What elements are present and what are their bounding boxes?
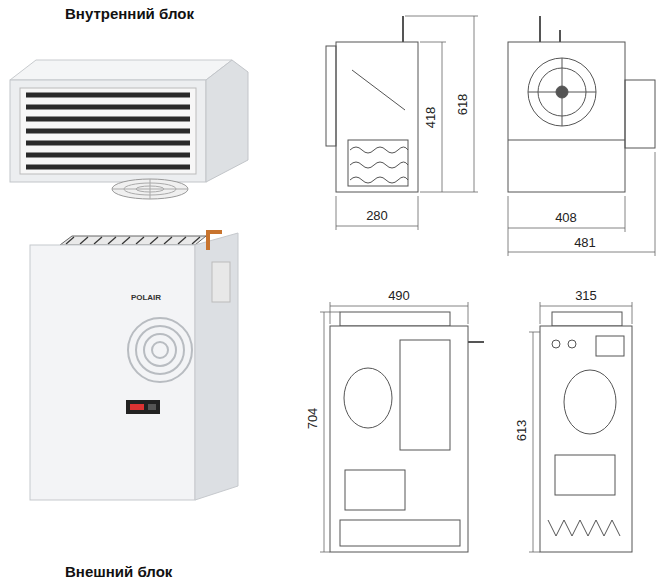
dimension-label: 418	[424, 106, 437, 128]
unit-caption: Внутренний блок	[65, 6, 194, 21]
dimension-label: 490	[388, 289, 410, 302]
dimension-label: 704	[306, 407, 319, 429]
dimension-label: 315	[575, 289, 597, 302]
dimension-label: 481	[574, 236, 596, 249]
dimension-label: 280	[366, 209, 388, 222]
dimension-label: 618	[456, 93, 469, 115]
indoor-unit-drawing	[326, 16, 655, 192]
indoor-unit-photo	[10, 60, 248, 199]
unit-caption: Внешний блок	[65, 564, 172, 579]
dimension-label: 408	[555, 211, 577, 224]
outdoor-unit-photo	[30, 232, 238, 500]
outdoor-unit-drawing	[330, 312, 632, 552]
dimension-label: 613	[515, 419, 528, 441]
brand-logo: POLAIR	[131, 294, 161, 302]
dimension-lines	[320, 16, 655, 552]
